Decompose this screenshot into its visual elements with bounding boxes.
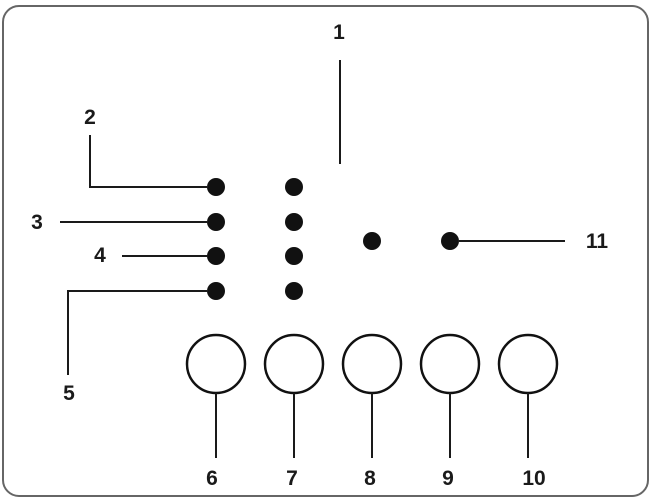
indicator-dot-left-2 (207, 213, 225, 231)
callout-label-4: 4 (94, 244, 106, 267)
callout-label-5: 5 (63, 382, 75, 405)
indicator-dot-single-a (363, 232, 381, 250)
indicator-dot-mid-3 (285, 247, 303, 265)
indicator-dot-left-1 (207, 178, 225, 196)
leader-line-2 (89, 135, 207, 188)
panel-frame (2, 5, 649, 497)
callout-label-7: 7 (286, 467, 298, 490)
round-button-9[interactable] (419, 333, 481, 395)
indicator-dot-left-4 (207, 282, 225, 300)
round-button-6[interactable] (185, 333, 247, 395)
callout-label-9: 9 (442, 467, 454, 490)
indicator-dot-mid-4 (285, 282, 303, 300)
callout-label-1: 1 (333, 21, 345, 44)
callout-label-10: 10 (522, 467, 545, 490)
round-button-8[interactable] (341, 333, 403, 395)
callout-label-3: 3 (31, 211, 43, 234)
callout-label-11: 11 (586, 230, 609, 253)
indicator-dot-left-3 (207, 247, 225, 265)
leader-line-5 (67, 290, 207, 375)
indicator-dot-mid-2 (285, 213, 303, 231)
round-button-7[interactable] (263, 333, 325, 395)
callout-label-2: 2 (84, 106, 96, 129)
indicator-dot-single-b (441, 232, 459, 250)
callout-label-8: 8 (364, 467, 376, 490)
round-button-10[interactable] (497, 333, 559, 395)
callout-label-6: 6 (206, 467, 218, 490)
indicator-dot-mid-1 (285, 178, 303, 196)
